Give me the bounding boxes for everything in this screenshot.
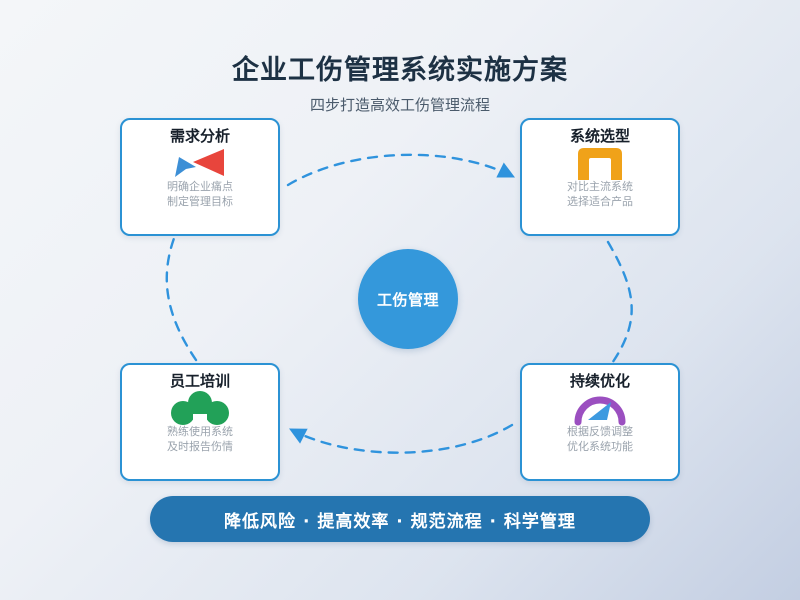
step-description-line2: 选择适合产品 [567,195,633,208]
step-description: 对比主流系统 选择适合产品 [567,179,633,209]
step-description: 明确企业痛点 制定管理目标 [167,179,233,209]
summary-banner: 降低风险 · 提高效率 · 规范流程 · 科学管理 [150,496,650,542]
connector-right [596,240,633,384]
people-group-icon [169,389,231,427]
step-description: 熟练使用系统 及时报告伤情 [167,424,233,454]
step-description: 根据反馈调整 优化系统功能 [567,424,633,454]
step-title: 持续优化 [569,372,630,390]
connector-top [286,153,516,187]
connector-bottom [289,423,514,454]
step-card-system-selection[interactable]: 系统选型 对比主流系统 选择适合产品 [520,118,680,236]
step-description-line1: 对比主流系统 [567,180,633,193]
step-description-line1: 根据反馈调整 [567,425,633,438]
gauge-icon [571,389,629,427]
page-subtitle: 四步打造高效工伤管理流程 [309,96,490,114]
page-title: 企业工伤管理系统实施方案 [232,55,568,86]
step-title: 系统选型 [569,127,630,145]
step-title: 员工培训 [169,372,230,390]
step-description-line2: 及时报告伤情 [167,440,233,453]
center-hub: 工伤管理 [358,249,458,349]
step-title: 需求分析 [169,127,230,145]
step-card-staff-training[interactable]: 员工培训 熟练使用系统 及时报告伤情 [120,363,280,481]
archway-icon [574,144,626,182]
summary-banner-label: 降低风险 · 提高效率 · 规范流程 · 科学管理 [224,511,576,532]
step-card-requirements[interactable]: 需求分析 明确企业痛点 制定管理目标 [120,118,280,236]
step-card-continuous-optimization[interactable]: 持续优化 根据反馈调整 优化系统功能 [520,363,680,481]
step-description-line2: 优化系统功能 [567,440,633,453]
center-hub-label: 工伤管理 [376,290,439,309]
step-description-line1: 熟练使用系统 [167,425,233,438]
step-description-line1: 明确企业痛点 [167,180,233,193]
connector-left [165,226,198,362]
step-description-line2: 制定管理目标 [167,195,233,208]
analysis-cursor-icon [169,144,231,182]
